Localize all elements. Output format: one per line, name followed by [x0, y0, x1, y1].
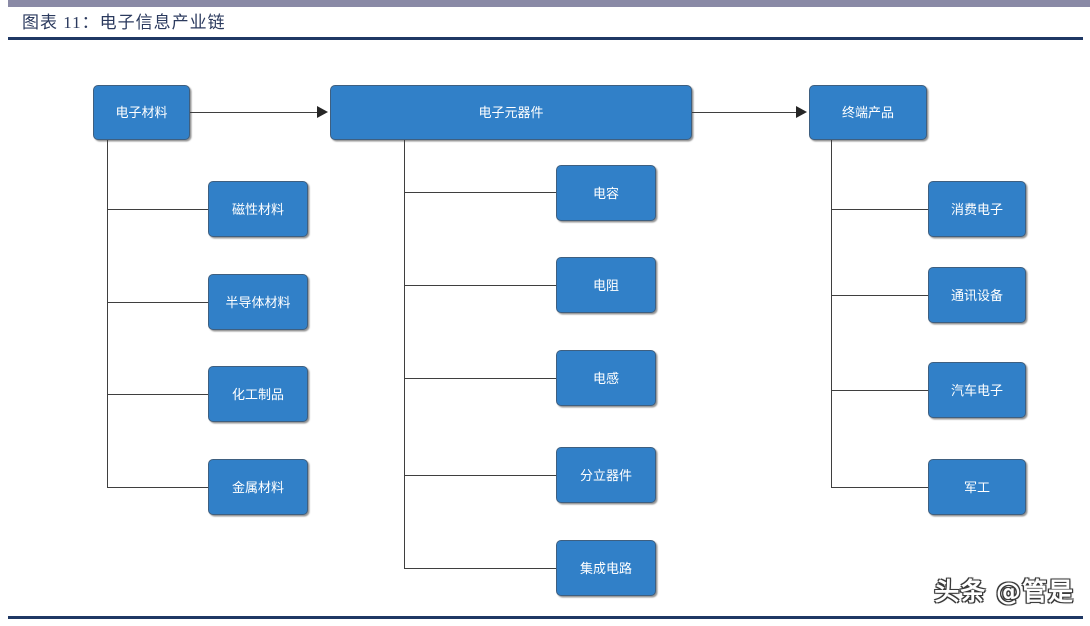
branch-materials-1 — [107, 209, 208, 210]
node-capacitor[interactable]: 电容 — [556, 165, 656, 221]
node-label: 终端产品 — [841, 105, 894, 120]
node-resistor[interactable]: 电阻 — [556, 257, 656, 313]
node-chemical-products[interactable]: 化工制品 — [208, 366, 308, 422]
trunk-materials — [107, 140, 108, 488]
node-label: 电子材料 — [115, 105, 168, 120]
node-label: 电感 — [592, 370, 619, 386]
node-semiconductor-materials[interactable]: 半导体材料 — [208, 274, 308, 330]
branch-components-1 — [404, 192, 556, 193]
connector-materials-to-components — [190, 112, 318, 113]
node-label: 电阻 — [592, 277, 619, 293]
node-communication-equipment[interactable]: 通讯设备 — [928, 267, 1026, 323]
branch-materials-3 — [107, 394, 208, 395]
node-integrated-circuit[interactable]: 集成电路 — [556, 540, 656, 596]
node-electronic-components[interactable]: 电子元器件 — [330, 85, 692, 140]
branch-materials-4 — [107, 487, 208, 488]
node-label: 电子元器件 — [478, 105, 544, 120]
branch-components-4 — [404, 475, 556, 476]
connector-components-to-endproducts — [692, 112, 797, 113]
node-consumer-electronics[interactable]: 消费电子 — [928, 181, 1026, 237]
branch-components-3 — [404, 378, 556, 379]
branch-components-2 — [404, 285, 556, 286]
node-military-industry[interactable]: 军工 — [928, 459, 1026, 515]
node-label: 半导体材料 — [225, 294, 291, 310]
node-label: 电容 — [592, 185, 619, 201]
node-metal-materials[interactable]: 金属材料 — [208, 459, 308, 515]
branch-endproducts-4 — [831, 487, 928, 488]
node-magnetic-materials[interactable]: 磁性材料 — [208, 181, 308, 237]
node-label: 军工 — [963, 479, 990, 495]
node-label: 消费电子 — [950, 201, 1003, 217]
node-discrete-devices[interactable]: 分立器件 — [556, 447, 656, 503]
node-label: 通讯设备 — [950, 287, 1003, 303]
node-label: 汽车电子 — [950, 382, 1003, 398]
node-label: 磁性材料 — [231, 201, 284, 217]
branch-endproducts-3 — [831, 390, 928, 391]
node-automotive-electronics[interactable]: 汽车电子 — [928, 362, 1026, 418]
node-end-products[interactable]: 终端产品 — [809, 85, 927, 140]
node-inductor[interactable]: 电感 — [556, 350, 656, 406]
trunk-endproducts — [831, 140, 832, 488]
node-label: 分立器件 — [579, 467, 632, 483]
page-title: 图表 11：电子信息产业链 — [22, 13, 226, 32]
top-accent-band — [8, 0, 1090, 7]
branch-endproducts-1 — [831, 209, 928, 210]
node-label: 集成电路 — [579, 560, 632, 576]
watermark: 头条 @管是 — [934, 577, 1074, 606]
branch-components-5 — [404, 568, 556, 569]
branch-materials-2 — [107, 302, 208, 303]
arrowhead-to-endproducts — [796, 106, 807, 118]
node-electronic-materials[interactable]: 电子材料 — [93, 85, 190, 140]
node-label: 金属材料 — [231, 479, 284, 495]
node-label: 化工制品 — [231, 386, 284, 402]
footer-divider-rule — [8, 616, 1083, 619]
trunk-components — [404, 140, 405, 568]
arrowhead-to-components — [317, 106, 328, 118]
title-divider-rule — [8, 37, 1083, 40]
branch-endproducts-2 — [831, 295, 928, 296]
